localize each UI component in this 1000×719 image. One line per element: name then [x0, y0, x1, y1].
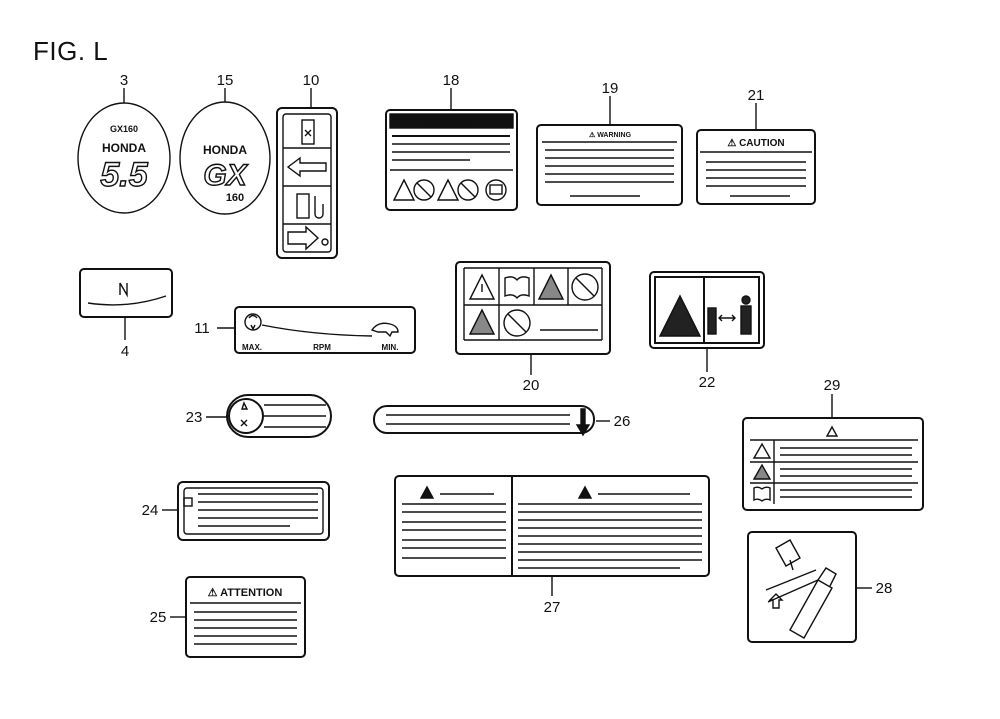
oil-fill-label-28: [747, 531, 872, 643]
callout-22: 22: [699, 374, 716, 391]
label-24: [162, 481, 330, 541]
caution-label-21: ⚠ CAUTION: [696, 103, 816, 205]
emblem-3-top-text: GX160: [110, 124, 138, 134]
callout-26: 26: [614, 413, 631, 430]
attention-label-25: ⚠ ATTENTION: [170, 576, 306, 658]
callout-20: 20: [523, 377, 540, 394]
label-25-header: ⚠ ATTENTION: [208, 587, 283, 599]
emblem-15-model-text: GX: [203, 159, 248, 192]
strip-label-26: [373, 405, 610, 437]
callout-25: 25: [150, 609, 167, 626]
throttle-label: MAX. RPM MIN.: [217, 306, 416, 354]
callout-19: 19: [602, 80, 619, 97]
label-19-header: ⚠ WARNING: [589, 131, 632, 139]
emblem-3-brand-text: HONDA: [102, 141, 146, 155]
callout-10: 10: [303, 72, 320, 89]
emblem-15-brand-text: HONDA: [203, 143, 247, 157]
label-21-header: ⚠ CAUTION: [727, 138, 784, 149]
throttle-rpm-text: RPM: [313, 343, 331, 352]
distance-label-22: [649, 271, 765, 372]
emblem-5-5: GX160 HONDA 5.5: [77, 88, 171, 214]
callout-29: 29: [824, 377, 841, 394]
figure-title: FIG. L: [33, 36, 109, 66]
emblem-3-model-text: 5.5: [100, 156, 148, 194]
callout-3: 3: [120, 72, 128, 89]
callout-27: 27: [544, 599, 561, 616]
throttle-max-text: MAX.: [242, 343, 262, 352]
callout-21: 21: [748, 87, 765, 104]
callout-numbers: 3 15 10 18 19 21 4 11 20 22 29 23 26 24 …: [120, 72, 893, 626]
emblem-gx: HONDA GX 160: [179, 88, 271, 215]
callout-11: 11: [194, 320, 210, 337]
round-label-23: [206, 394, 332, 438]
emblem-15-sub-text: 160: [226, 192, 244, 204]
warning-label-18: ⚠ WARNING: [385, 88, 518, 211]
warning-label-29: [742, 394, 924, 511]
callout-24: 24: [142, 502, 159, 519]
safety-icons-label-20: [455, 261, 611, 375]
callout-23: 23: [186, 409, 203, 426]
callout-18: 18: [443, 72, 460, 89]
warning-label-19: ⚠ WARNING: [536, 96, 683, 206]
callout-15: 15: [217, 72, 234, 89]
choke-position-label: [79, 268, 173, 340]
fuel-choke-label: [276, 88, 338, 259]
callout-4: 4: [121, 343, 129, 360]
warning-label-27: [394, 475, 710, 596]
callout-28: 28: [876, 580, 893, 597]
throttle-min-text: MIN.: [382, 343, 399, 352]
label-18-header: ⚠ WARNING: [424, 117, 478, 127]
